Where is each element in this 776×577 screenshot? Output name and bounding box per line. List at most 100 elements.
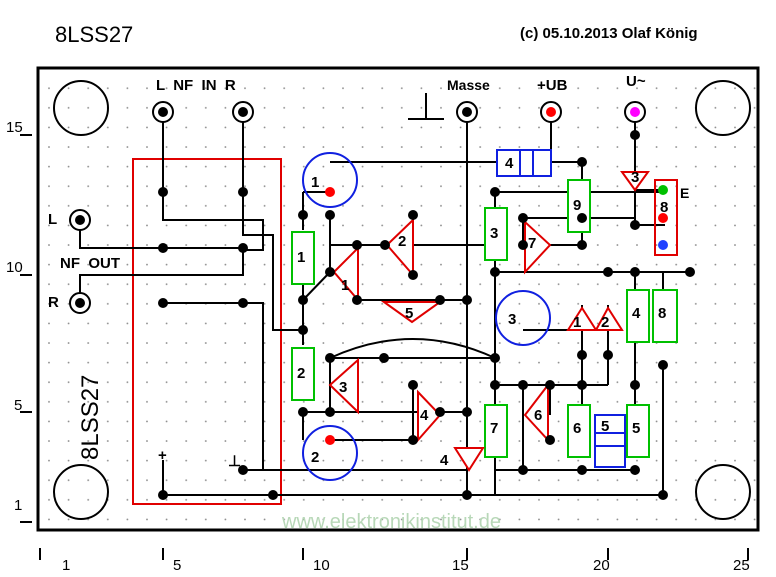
solder-dot [685,267,695,277]
solder-dot [298,407,308,417]
watermark-text: www.elektronikinstitut.de [281,511,501,533]
solder-dot [577,380,587,390]
solder-dot [238,187,248,197]
x-tick-label: 25 [733,557,750,574]
diode-labels: 1 2 3 4 [440,169,639,469]
solder-dot [298,325,308,335]
solder-dot [352,295,362,305]
out-l-label: L [48,211,57,228]
x-axis-labels: 1 5 10 15 20 25 [62,557,750,574]
capacitor-labels: 1 2 3 [311,174,516,466]
y-tick-label: 1 [14,497,22,514]
plus-label: + [158,447,167,464]
minus-label: ⊥ [228,453,241,470]
svg-text:6: 6 [573,420,581,437]
cap5-label: 5 [601,418,609,435]
y-axis-labels: 15 10 5 1 [6,119,23,514]
solder-dot [462,490,472,500]
svg-text:3: 3 [631,169,639,186]
solder-dot [352,240,362,250]
svg-text:1: 1 [297,249,305,266]
solder-dot [630,465,640,475]
x-tick-label: 20 [593,557,610,574]
nf-in-label: L NF IN R [156,77,236,94]
solder-dot [158,298,168,308]
solder-dot [518,213,528,223]
svg-text:3: 3 [490,225,498,242]
solder-dot [238,465,248,475]
solder-dot [518,380,528,390]
solder-dot [408,270,418,280]
solder-dot [630,220,640,230]
solder-dot [238,243,248,253]
copyright-text: (c) 05.10.2013 Olaf König [520,25,698,42]
solder-dot [518,465,528,475]
solder-dot [658,490,668,500]
solder-dot [545,380,555,390]
solder-dot [462,295,472,305]
cap4-label: 4 [505,155,514,172]
solder-dot [238,298,248,308]
solder-dot [545,435,555,445]
solder-dot [325,210,335,220]
solder-dot [577,465,587,475]
x-tick-label: 10 [313,557,330,574]
transistors [328,217,552,443]
resistor-labels: 1 2 3 4 5 6 7 8 9 [297,197,666,437]
solder-dot [462,407,472,417]
board-title: 8LSS27 [55,22,133,47]
axis-ticks [20,134,749,560]
solder-dots [158,130,695,500]
solder-dot [408,435,418,445]
relay [654,179,678,256]
nf-out-label: NF OUT [60,255,120,272]
solder-dot [490,353,500,363]
solder-dot [630,267,640,277]
x-tick-label: 1 [62,557,70,574]
resistors [291,179,678,458]
svg-text:7: 7 [528,235,536,252]
solder-dot [435,295,445,305]
e-label: E [680,185,689,201]
solder-dot [268,490,278,500]
colored-pads [325,185,668,445]
svg-text:6: 6 [534,407,542,424]
solder-dot [325,353,335,363]
solder-dot [380,240,390,250]
svg-text:5: 5 [632,420,640,437]
solder-dot [577,350,587,360]
solder-dot [379,353,389,363]
solder-dot [158,490,168,500]
svg-text:1: 1 [341,277,349,294]
mounting-holes [53,80,751,520]
svg-text:9: 9 [573,197,581,214]
solder-dot [325,267,335,277]
external-region-outline [132,158,282,505]
transistor-labels: 1 2 3 4 5 6 7 [339,233,542,424]
side-board-name: 8LSS27 [77,375,104,460]
solder-dot [325,407,335,417]
svg-text:4: 4 [632,305,641,322]
svg-text:2: 2 [601,314,609,331]
svg-text:4: 4 [420,407,429,424]
out-r-label: R [48,294,59,311]
svg-text:7: 7 [490,420,498,437]
solder-dot [158,243,168,253]
masse-label: Masse [447,77,490,93]
terminal-pins [69,101,646,314]
relay-label: 8 [660,199,668,216]
solder-dot [490,187,500,197]
capacitors [302,152,551,481]
y-tick-label: 5 [14,397,22,414]
y-tick-label: 10 [6,259,23,276]
solder-dot [298,295,308,305]
svg-text:3: 3 [339,379,347,396]
solder-dot [577,240,587,250]
solder-dot [158,187,168,197]
solder-dot [490,267,500,277]
ub-label: +UB [537,77,568,94]
solder-dot [408,380,418,390]
x-tick-label: 5 [173,557,181,574]
solder-dot [603,350,613,360]
